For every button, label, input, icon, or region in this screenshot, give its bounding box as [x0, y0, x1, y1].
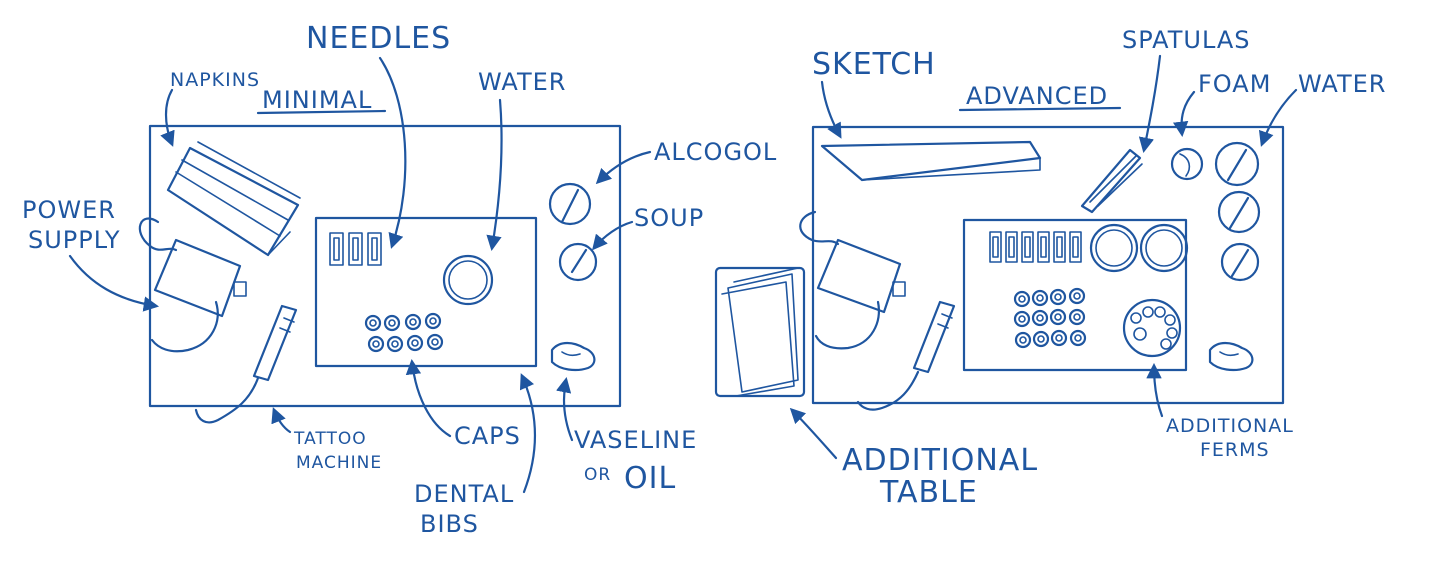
- label-tattoo-machine-line1: TATTOO: [293, 429, 367, 449]
- advanced-power-supply-icon: [799, 210, 906, 350]
- sketch-paper-icon: [820, 140, 1042, 182]
- advanced-title-underline: [958, 106, 1122, 112]
- label-soup: SOUP: [634, 204, 704, 232]
- arrow-soup: [592, 220, 634, 251]
- minimal-table: [148, 124, 622, 408]
- label-power-supply-line1: POWER: [22, 196, 116, 224]
- water-bottles-icon: [1214, 141, 1261, 282]
- arrow-tattoo-machine: [271, 407, 292, 434]
- minimal-title: MINIMAL: [262, 86, 372, 114]
- label-spatulas: SPATULAS: [1122, 26, 1251, 54]
- label-water: WATER: [478, 68, 566, 96]
- label-additional-table-line1: ADDITIONAL: [842, 443, 1038, 478]
- advanced-needles-icon: [989, 231, 1082, 263]
- caps-icon: [364, 312, 444, 353]
- vaseline-icon: [550, 341, 596, 372]
- advanced-caps-icon: [1013, 287, 1087, 349]
- arrow-napkins: [160, 88, 175, 147]
- arrow-sketch: [820, 80, 842, 139]
- arrow-power-supply: [68, 254, 160, 312]
- needles-icon: [329, 232, 382, 266]
- label-caps: CAPS: [454, 422, 521, 450]
- arrow-spatulas: [1138, 54, 1162, 154]
- minimal-title-underline: [256, 109, 387, 115]
- advanced-tattoo-machine-icon: [856, 300, 956, 411]
- advanced-tray: [962, 218, 1188, 372]
- alcohol-bottle-icon: [548, 182, 592, 226]
- label-additional-ferms-line2: FERMS: [1200, 439, 1270, 461]
- label-power-supply-line2: SUPPLY: [28, 226, 121, 254]
- advanced-setup: ADVANCED: [714, 26, 1386, 510]
- label-dental-bibs-line2: BIBS: [420, 510, 479, 538]
- arrow-additional-ferms: [1146, 362, 1164, 418]
- water-cup-icon: [442, 254, 494, 306]
- label-water-advanced: WATER: [1298, 70, 1386, 98]
- arrow-foam: [1172, 90, 1196, 138]
- minimal-tray: [314, 216, 538, 368]
- arrow-water: [486, 98, 503, 252]
- label-foam: FOAM: [1198, 70, 1271, 98]
- tattoo-machine-icon: [194, 304, 298, 424]
- arrow-dental-bibs: [519, 373, 537, 494]
- label-additional-ferms-line1: ADDITIONAL: [1166, 415, 1294, 437]
- soap-bottle-icon: [558, 242, 598, 282]
- napkins-icon: [166, 141, 301, 257]
- label-additional-table-line2: TABLE: [879, 475, 978, 510]
- additional-ferms-palette-icon: [1122, 298, 1182, 358]
- arrow-caps: [405, 358, 452, 438]
- spatulas-icon: [1080, 148, 1143, 214]
- label-alcogol: ALCOGOL: [654, 138, 777, 166]
- label-needles: NEEDLES: [306, 21, 451, 56]
- arrow-additional-table: [789, 407, 838, 460]
- label-vaseline-line1: VASELINE: [574, 426, 697, 454]
- label-napkins: NAPKINS: [170, 69, 260, 91]
- arrow-alcogol: [595, 150, 652, 185]
- foam-icon: [1170, 147, 1204, 181]
- advanced-vaseline-icon: [1208, 341, 1254, 372]
- label-vaseline-line2: OR: [584, 465, 611, 485]
- advanced-water-cups-icon: [1089, 223, 1189, 273]
- arrow-needles: [378, 56, 407, 249]
- arrow-vaseline: [556, 376, 574, 442]
- power-supply-icon: [138, 217, 247, 353]
- label-sketch: SKETCH: [812, 47, 936, 82]
- label-tattoo-machine-line2: MACHINE: [296, 453, 382, 473]
- label-dental-bibs-line1: DENTAL: [414, 480, 514, 508]
- advanced-title: ADVANCED: [966, 82, 1108, 110]
- minimal-setup: MINIMAL: [22, 21, 777, 538]
- advanced-table: [811, 125, 1285, 405]
- label-vaseline-line3: OIL: [624, 461, 676, 496]
- arrow-water-advanced: [1258, 88, 1298, 147]
- additional-table-icon: [714, 266, 806, 398]
